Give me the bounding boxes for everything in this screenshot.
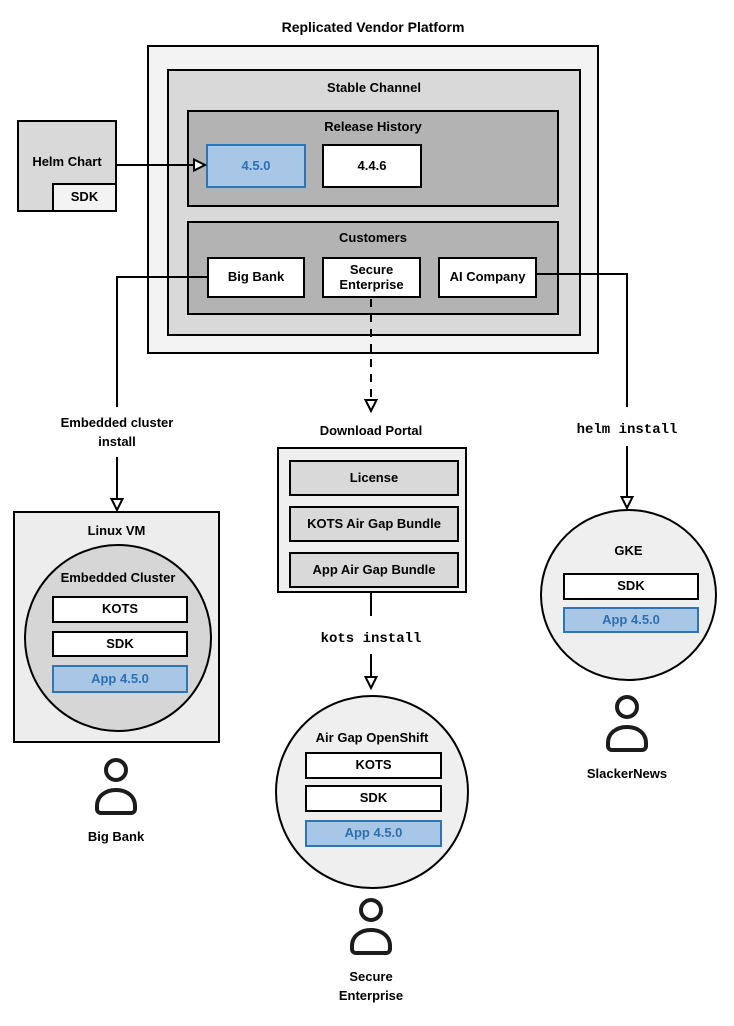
download-portal-label: Download Portal [319,423,423,438]
embedded-cluster-label: Embedded Cluster [60,570,176,585]
user-icon [600,694,654,754]
download-portal-item-license: License [289,460,459,496]
download-portal-item-kots-bundle: KOTS Air Gap Bundle [289,506,459,542]
helm-chart-sdk-box: SDK [52,183,117,212]
customer-secure-enterprise: Secure Enterprise [322,257,421,298]
embedded-cluster-circle: Embedded Cluster KOTS SDK App 4.5.0 [24,544,212,732]
customers-label: Customers [339,230,407,245]
customer-ai-company: AI Company [438,257,537,298]
user-icon [89,757,143,817]
linux-vm-label: Linux VM [87,523,146,538]
gke-app-box: App 4.5.0 [563,607,699,633]
customer-big-bank: Big Bank [207,257,305,298]
download-portal-item-app-bundle: App Air Gap Bundle [289,552,459,588]
stable-channel-box: Stable Channel Release History 4.5.0 4.4… [167,69,581,336]
persona-big-bank-label: Big Bank [87,829,145,844]
helm-chart-label: Helm Chart [32,154,102,169]
embedded-cluster-kots-box: KOTS [52,596,188,623]
air-gap-openshift-circle: Air Gap OpenShift KOTS SDK App 4.5.0 [275,695,469,889]
customers-box: Customers Big Bank Secure Enterprise AI … [187,221,559,315]
kots-install-label: kots install [320,631,422,647]
helm-chart-box: Helm Chart SDK [17,120,117,212]
linux-vm-box: Linux VM Embedded Cluster KOTS SDK App 4… [13,511,220,743]
release-version-box-current: 4.5.0 [206,144,306,188]
embedded-cluster-install-label: Embedded cluster install [60,415,174,449]
openshift-kots-box: KOTS [305,752,442,779]
gke-label: GKE [614,543,643,558]
persona-secure-enterprise-label: Secure Enterprise [338,969,404,1003]
helm-install-label: helm install [576,422,678,438]
vendor-platform-box: Stable Channel Release History 4.5.0 4.4… [147,45,599,354]
persona-slackernews-label: SlackerNews [586,766,668,781]
openshift-sdk-box: SDK [305,785,442,812]
release-version-box-previous: 4.4.6 [322,144,422,188]
diagram-title: Replicated Vendor Platform [281,19,465,35]
download-portal-box: License KOTS Air Gap Bundle App Air Gap … [277,447,467,593]
openshift-app-box: App 4.5.0 [305,820,442,847]
embedded-cluster-sdk-box: SDK [52,631,188,657]
air-gap-openshift-label: Air Gap OpenShift [315,730,429,745]
user-icon [344,897,398,957]
release-history-label: Release History [324,119,422,134]
gke-circle: GKE SDK App 4.5.0 [540,509,717,681]
embedded-cluster-app-box: App 4.5.0 [52,665,188,693]
gke-sdk-box: SDK [563,573,699,600]
stable-channel-label: Stable Channel [327,80,421,95]
release-history-box: Release History 4.5.0 4.4.6 [187,110,559,207]
